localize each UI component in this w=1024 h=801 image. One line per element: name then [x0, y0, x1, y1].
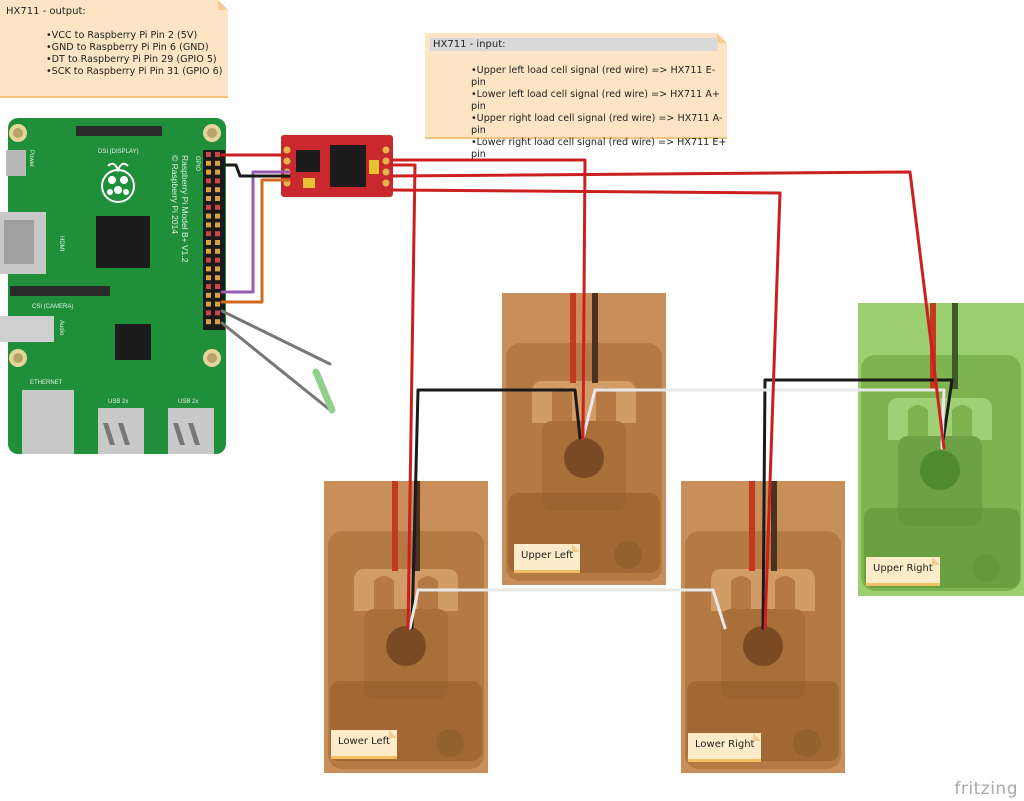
gpio-pin — [215, 301, 220, 307]
gpio-pin — [206, 284, 211, 289]
gpio-pin — [206, 319, 211, 325]
gpio-pin — [215, 240, 220, 245]
wire-gray-2 — [220, 321, 332, 412]
csi-label: CSI (CAMERA) — [32, 304, 73, 310]
note-item: Upper left load cell signal (red wire) =… — [471, 65, 727, 89]
gpio-pin — [206, 204, 211, 210]
gpio-pin — [206, 178, 211, 184]
usb-label-1: USB 2x — [108, 399, 128, 405]
power-label: Power — [28, 150, 34, 167]
gpio-pin — [215, 160, 220, 166]
label-text: Lower Left — [338, 736, 390, 747]
reed-switch — [312, 368, 336, 414]
note-item: Upper right load cell signal (red wire) … — [471, 113, 727, 137]
gpio-pin — [206, 222, 211, 228]
board-copyright-label: © Raspberry Pi 2014 — [170, 155, 180, 234]
load-cell-lower-left — [324, 481, 488, 773]
gpio-pin — [206, 152, 211, 157]
gpio-pin — [215, 266, 220, 272]
hx711-input-note: HX711 - input: Upper left load cell sign… — [425, 33, 727, 160]
usb-label-2: USB 2x — [178, 399, 198, 405]
audio-label: Audio — [58, 320, 64, 336]
fritzing-watermark: fritzing — [954, 779, 1018, 799]
note-title: HX711 - output: — [6, 6, 86, 17]
gpio-pin — [215, 231, 220, 237]
label-upper-right: Upper Right — [866, 557, 940, 583]
label-lower-right: Lower Right — [688, 733, 762, 759]
gpio-pin — [206, 275, 211, 281]
load-cell-upper-left — [502, 293, 666, 585]
raspberry-logo — [101, 162, 135, 203]
gpio-pin — [206, 231, 211, 237]
gpio-pin — [215, 169, 220, 175]
gpio-pin — [206, 301, 211, 307]
note-item: VCC to Raspberry Pi Pin 2 (5V) — [46, 30, 223, 42]
gpio-pin — [215, 284, 220, 289]
wire-red-ll — [390, 163, 417, 630]
note-list: Upper left load cell signal (red wire) =… — [471, 65, 727, 161]
gpio-pin — [215, 222, 220, 228]
hx711-module — [281, 135, 393, 197]
gpio-pin — [206, 169, 211, 175]
gpio-pin — [215, 178, 220, 184]
gpio-pin — [206, 292, 211, 298]
gpio-pin — [215, 310, 220, 316]
hdmi-label: HDMI — [58, 236, 64, 252]
gpio-header — [206, 152, 220, 325]
wire-black-gnd — [220, 163, 291, 178]
gpio-pin — [206, 240, 211, 245]
board-model-label: Raspberry Pi Model B+ V1.2 — [180, 155, 190, 263]
gpio-pin — [206, 248, 211, 254]
label-text: Upper Right — [873, 563, 933, 574]
gpio-pin — [206, 257, 211, 263]
wire-red-lr — [390, 188, 782, 630]
gpio-pin — [215, 187, 220, 193]
note-item: Lower right load cell signal (red wire) … — [471, 137, 727, 161]
wire-gray-1 — [220, 309, 332, 366]
label-text: Upper Left — [521, 550, 574, 561]
raspberry-pi-board — [0, 118, 226, 454]
label-text: Lower Right — [695, 739, 755, 750]
note-item: DT to Raspberry Pi Pin 29 (GPIO 5) — [46, 54, 223, 66]
wire-red-ur — [390, 170, 946, 450]
note-item: Lower left load cell signal (red wire) =… — [471, 89, 727, 113]
dsi-label: DSI (DISPLAY) — [98, 149, 139, 155]
wire-black-right — [761, 378, 954, 630]
hx711-output-note: HX711 - output: VCC to Raspberry Pi Pin … — [0, 0, 228, 96]
wire-orange — [220, 178, 291, 304]
load-cell-upper-right — [858, 303, 1024, 596]
wire-white-top — [581, 388, 946, 450]
gpio-pin — [215, 275, 220, 281]
ethernet-label: ETHERNET — [30, 380, 63, 386]
note-list: VCC to Raspberry Pi Pin 2 (5V) GND to Ra… — [46, 30, 223, 78]
gpio-pin — [215, 213, 220, 219]
gpio-pin — [206, 196, 211, 201]
gpio-pin — [206, 160, 211, 166]
gpio-pin — [215, 196, 220, 201]
gpio-pin — [206, 266, 211, 272]
gpio-pin — [215, 248, 220, 254]
gpio-pin — [215, 204, 220, 210]
gpio-pin — [206, 187, 211, 193]
note-item: GND to Raspberry Pi Pin 6 (GND) — [46, 42, 223, 54]
load-cell-lower-right — [681, 481, 845, 773]
gpio-pin — [215, 257, 220, 263]
gpio-pin — [215, 292, 220, 298]
wire-black-left — [410, 388, 582, 630]
gpio-pin — [206, 213, 211, 219]
wire-purple — [220, 170, 291, 294]
label-upper-left: Upper Left — [514, 544, 581, 570]
gpio-pin — [215, 152, 220, 157]
gpio-pin — [215, 319, 220, 325]
gpio-pin — [206, 310, 211, 316]
note-title: HX711 - input: — [430, 38, 718, 51]
gpio-label: GPIO — [194, 156, 200, 171]
note-item: SCK to Raspberry Pi Pin 31 (GPIO 6) — [46, 66, 223, 78]
label-lower-left: Lower Left — [331, 730, 397, 756]
wire-white-bottom — [408, 588, 727, 630]
